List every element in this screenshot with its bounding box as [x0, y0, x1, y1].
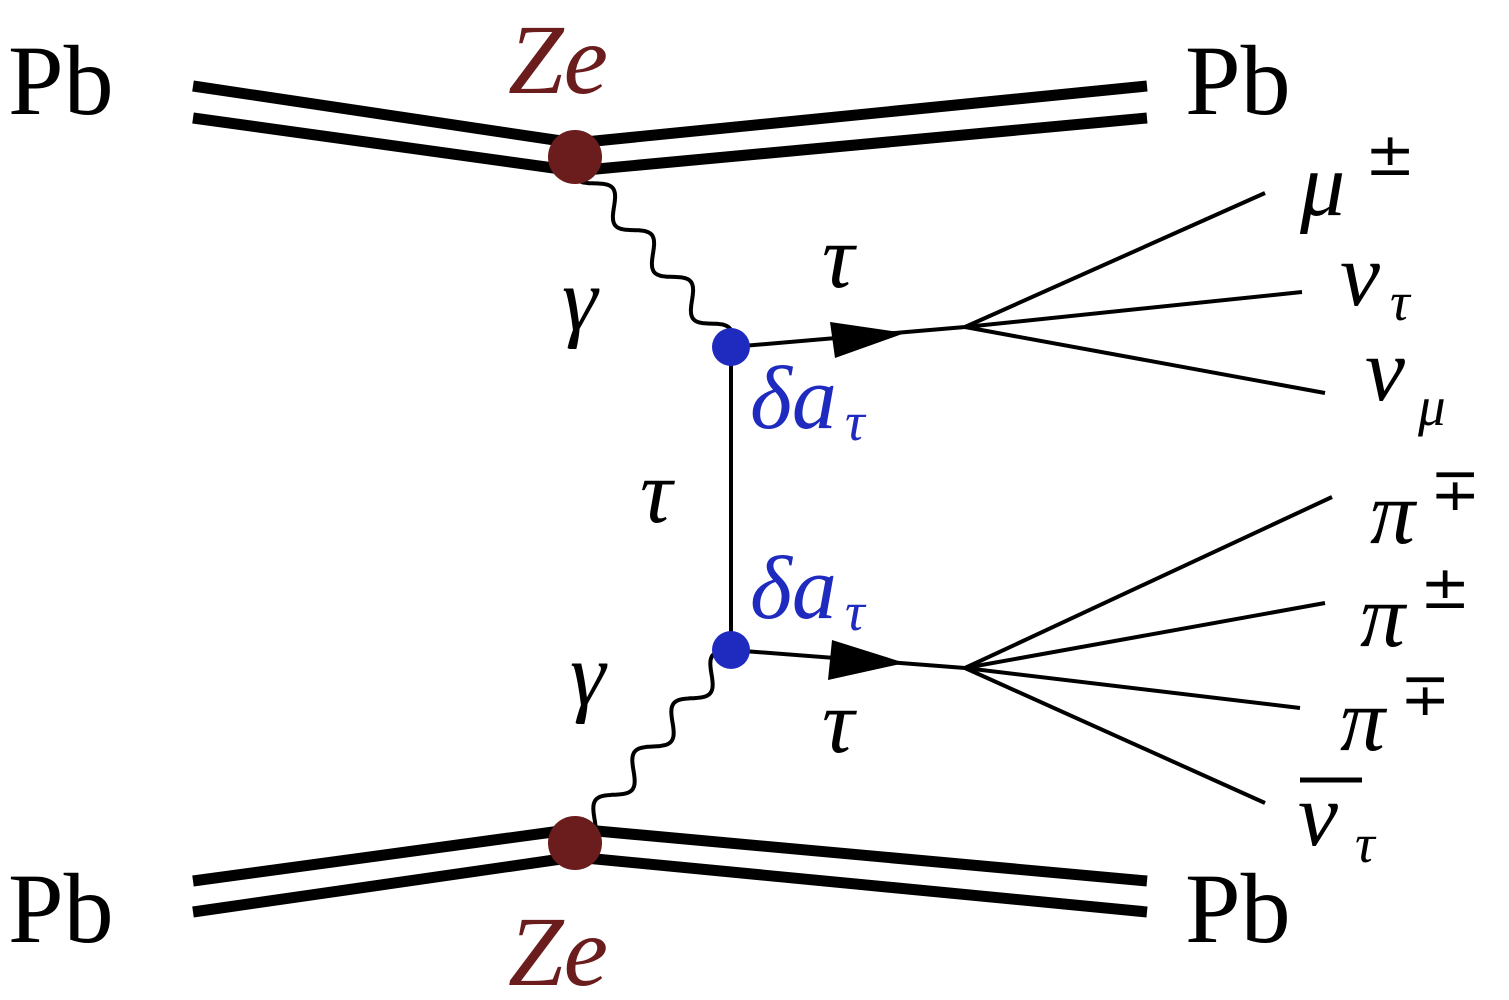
anomalous-vertex-top: [712, 328, 750, 366]
pi-superscript: ±: [1420, 553, 1470, 623]
photon-line-top: [571, 159, 735, 348]
label-gamma-top: γ: [562, 251, 600, 350]
nu-text: ν: [1298, 766, 1338, 865]
label-nu-mu: ν μ: [1365, 321, 1446, 437]
label-pi-1: π ∓: [1370, 455, 1480, 563]
mu-text: μ: [1299, 136, 1345, 235]
mu-superscript: ±: [1365, 120, 1415, 190]
label-tau-top: τ: [822, 208, 857, 307]
nu-text: ν: [1340, 226, 1380, 325]
pb-ion-top-lines: [192, 80, 1148, 177]
label-nubar-tau: ν τ: [1298, 766, 1377, 874]
anomalous-vertex-bottom: [712, 631, 750, 669]
label-pb-bottom-left: Pb: [8, 853, 114, 964]
ion-vertex-bottom: [548, 816, 602, 870]
pb-ion-bottom-lines: [192, 823, 1148, 918]
tau-decay-bottom: [964, 495, 1333, 805]
photon-line-bottom: [574, 648, 732, 845]
nu-subscript: τ: [1390, 271, 1412, 332]
label-ze-top: Ze: [508, 4, 608, 115]
label-nu-tau: ν τ: [1340, 226, 1412, 332]
label-gamma-bottom: γ: [570, 626, 608, 725]
tau-arrow-bottom-icon: [828, 640, 905, 680]
delta-a-subscript: τ: [845, 581, 867, 642]
tau-decay-top: [964, 191, 1326, 395]
delta-a-text: δa: [750, 349, 837, 448]
nu-subscript: μ: [1417, 376, 1446, 437]
tau-arrow-top-icon: [830, 322, 905, 358]
label-delta-a-top: δa τ: [750, 349, 867, 452]
label-pi-3: π ∓: [1340, 660, 1450, 770]
nu-text: ν: [1365, 321, 1405, 420]
label-pb-top-left: Pb: [8, 25, 114, 136]
pi-superscript: ∓: [1430, 455, 1480, 525]
label-pb-bottom-right: Pb: [1185, 853, 1291, 964]
ion-vertex-top: [548, 130, 602, 184]
label-pb-top-right: Pb: [1185, 25, 1291, 136]
pi-text: π: [1360, 567, 1408, 666]
label-tau-bottom: τ: [822, 673, 857, 772]
pi-text: π: [1340, 671, 1388, 770]
label-ze-bottom: Ze: [508, 896, 608, 1000]
delta-a-text: δa: [750, 539, 837, 638]
nu-subscript: τ: [1355, 813, 1377, 874]
delta-a-subscript: τ: [845, 391, 867, 452]
label-delta-a-bottom: δa τ: [750, 539, 867, 642]
label-pi-2: π ±: [1360, 553, 1470, 666]
pi-text: π: [1370, 464, 1418, 563]
label-mu: μ ±: [1299, 120, 1415, 235]
pi-superscript: ∓: [1400, 660, 1450, 730]
label-tau-middle: τ: [640, 443, 675, 542]
